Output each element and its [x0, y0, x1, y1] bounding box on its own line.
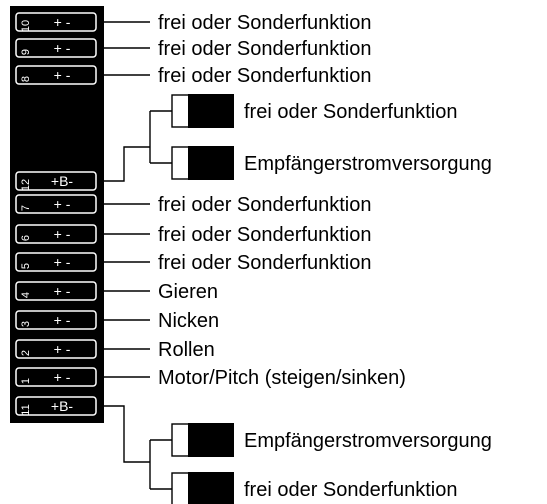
slot-polarity: + -	[54, 254, 71, 270]
slot-number: 7	[20, 205, 32, 211]
slot-number: 12	[20, 179, 32, 191]
slot-number: 10	[20, 20, 32, 32]
slot-outline	[15, 281, 97, 301]
channel-label-7: frei oder Sonderfunktion	[158, 194, 371, 216]
slot-9: 9 + -	[15, 38, 97, 58]
slot-polarity: +B-	[51, 398, 74, 414]
y-cable-trunk	[104, 405, 150, 463]
slot-number: 3	[20, 321, 32, 327]
slot-5: 5 + -	[15, 252, 97, 272]
slot-outline	[15, 38, 97, 58]
slot-4: 4 + -	[15, 281, 97, 301]
y-cable-slot-12	[104, 110, 172, 182]
slot-1: 1 + -	[15, 367, 97, 387]
connector-plug	[188, 94, 234, 128]
channel-label-1: Motor/Pitch (steigen/sinken)	[158, 367, 406, 389]
receiver-slots: 10 + - 9 + - 8 + - 12 +B- 7 + - 6 + - 5 + - 4 + - 3 + - 2 +…	[15, 12, 97, 416]
channel-label-2: Rollen	[158, 339, 215, 361]
splitter-label: Empfängerstromversorgung	[244, 153, 492, 175]
slot-number: 9	[20, 49, 32, 55]
slot-2: 2 + -	[15, 339, 97, 359]
splitter-label: frei oder Sonderfunktion	[244, 101, 457, 123]
slot-outline	[15, 310, 97, 330]
y-cable-slot-11	[104, 405, 172, 490]
receiver-body	[10, 6, 104, 423]
slot-11: 11 +B-	[15, 396, 97, 416]
slot-polarity: + -	[54, 196, 71, 212]
slot-number: 6	[20, 235, 32, 241]
slot-12: 12 +B-	[15, 171, 97, 191]
slot-polarity: +B-	[51, 173, 74, 189]
slot-polarity: + -	[54, 312, 71, 328]
splitter-label: Empfängerstromversorgung	[244, 430, 492, 452]
slot-number: 1	[20, 378, 32, 384]
slot-outline	[15, 367, 97, 387]
channel-label-3: Nicken	[158, 310, 219, 332]
connectors	[171, 94, 234, 504]
labels: frei oder Sonderfunktion frei oder Sonder…	[158, 12, 492, 501]
slot-number: 8	[20, 76, 32, 82]
connector-plug	[188, 146, 234, 180]
connector-plug	[188, 472, 234, 504]
slot-7: 7 + -	[15, 194, 97, 214]
slot-number: 4	[20, 292, 32, 298]
slot-polarity: + -	[54, 369, 71, 385]
slot-number: 5	[20, 263, 32, 269]
slot-polarity: + -	[54, 283, 71, 299]
slot-outline	[15, 396, 97, 416]
channel-label-10: frei oder Sonderfunktion	[158, 12, 371, 34]
connector-plug	[188, 423, 234, 457]
slot-polarity: + -	[54, 67, 71, 83]
splitter-label: frei oder Sonderfunktion	[244, 479, 457, 501]
slot-3: 3 + -	[15, 310, 97, 330]
slot-outline	[15, 194, 97, 214]
slot-polarity: + -	[54, 226, 71, 242]
channel-label-4: Gieren	[158, 281, 218, 303]
slot-outline	[15, 339, 97, 359]
channel-label-9: frei oder Sonderfunktion	[158, 38, 371, 60]
channel-label-5: frei oder Sonderfunktion	[158, 252, 371, 274]
slot-outline	[15, 12, 97, 32]
slot-10: 10 + -	[15, 12, 97, 32]
wires	[104, 21, 172, 490]
slot-number: 2	[20, 350, 32, 356]
y-cable-trunk	[104, 146, 150, 182]
slot-outline	[15, 65, 97, 85]
slot-outline	[15, 224, 97, 244]
slot-8: 8 + -	[15, 65, 97, 85]
slot-polarity: + -	[54, 40, 71, 56]
slot-6: 6 + -	[15, 224, 97, 244]
slot-outline	[15, 171, 97, 191]
slot-number: 11	[20, 404, 32, 415]
slot-outline	[15, 252, 97, 272]
slot-polarity: + -	[54, 341, 71, 357]
slot-polarity: + -	[54, 14, 71, 30]
channel-label-6: frei oder Sonderfunktion	[158, 224, 371, 246]
channel-label-8: frei oder Sonderfunktion	[158, 65, 371, 87]
